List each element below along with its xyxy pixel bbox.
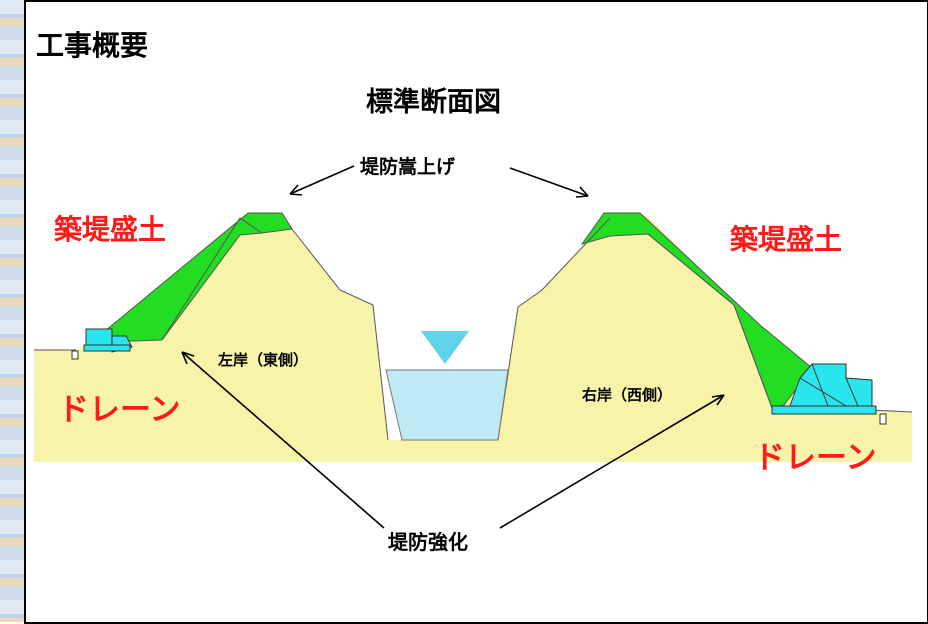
left-drain [71,328,133,360]
embankment-label-right: 築堤盛土 [730,223,843,256]
strengthen-arrow-right [499,394,725,529]
levee-raise-label: 堤防嵩上げ [360,156,456,178]
strengthen-arrow-left [181,351,385,529]
background-map-strip [0,0,24,622]
diagram-title: 標準断面図 [366,87,501,118]
page-title: 工事概要 [36,29,149,62]
left-bank-label: 左岸（東側） [218,351,309,369]
soil-body [34,216,912,462]
right-drain [771,363,887,425]
right-bank-label: 右岸（西側） [582,386,673,404]
levee-strengthen-label: 堤防強化 [388,530,468,554]
raise-arrow-right [509,167,589,197]
raise-arrow-left [289,165,355,195]
drain-label-left: ドレーン [58,392,181,428]
water-level-marker [421,331,469,364]
embankment-label-left: 築堤盛土 [54,213,167,246]
drain-label-right: ドレーン [754,440,877,476]
river-water [385,369,509,441]
left-levee-outline [34,217,389,441]
